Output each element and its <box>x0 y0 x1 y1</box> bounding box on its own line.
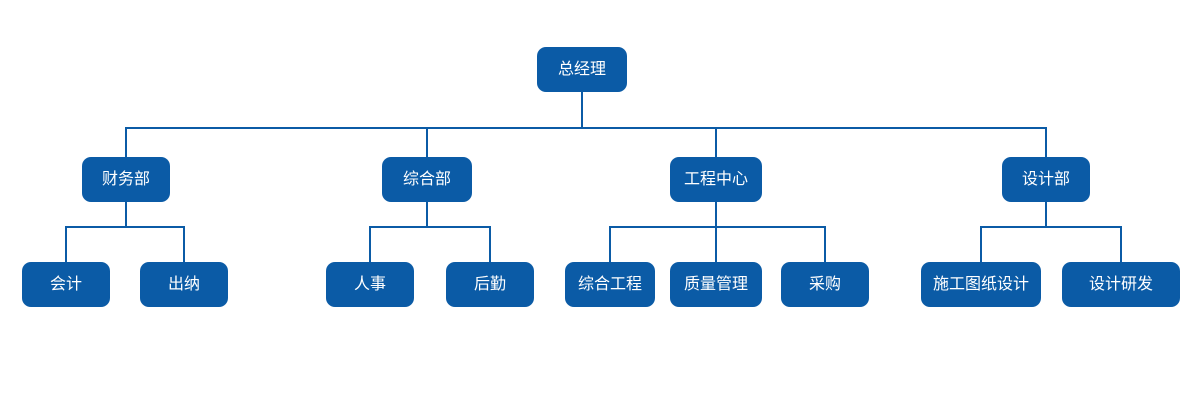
connector-line <box>125 127 127 157</box>
node-design-dept: 设计部 <box>1002 157 1090 202</box>
node-procurement: 采购 <box>781 262 869 307</box>
connector-line <box>426 202 428 228</box>
connector-line <box>824 226 826 262</box>
connector-line <box>609 226 611 262</box>
node-general-dept: 综合部 <box>382 157 472 202</box>
connector-line <box>1120 226 1122 262</box>
connector-line <box>1045 202 1047 228</box>
connector-line <box>1045 127 1047 157</box>
node-design-rnd: 设计研发 <box>1062 262 1180 307</box>
connector-line <box>581 92 583 129</box>
connector-line <box>609 226 826 228</box>
node-cashier: 出纳 <box>140 262 228 307</box>
connector-line <box>369 226 491 228</box>
node-accounting: 会计 <box>22 262 110 307</box>
connector-line <box>426 127 428 157</box>
connector-line <box>125 202 127 228</box>
connector-line <box>489 226 491 262</box>
connector-line <box>715 226 717 262</box>
node-quality-management: 质量管理 <box>670 262 762 307</box>
node-logistics: 后勤 <box>446 262 534 307</box>
connector-line <box>65 226 67 262</box>
node-hr: 人事 <box>326 262 414 307</box>
connector-line <box>980 226 982 262</box>
connector-line <box>715 202 717 228</box>
connector-line <box>369 226 371 262</box>
connector-line <box>125 127 1047 129</box>
node-general-manager: 总经理 <box>537 47 627 92</box>
node-general-engineering: 综合工程 <box>565 262 655 307</box>
node-construction-drawing-design: 施工图纸设计 <box>921 262 1041 307</box>
connector-line <box>715 127 717 157</box>
connector-line <box>980 226 1122 228</box>
connector-line <box>183 226 185 262</box>
node-engineering-center: 工程中心 <box>670 157 762 202</box>
node-finance-dept: 财务部 <box>82 157 170 202</box>
connector-line <box>65 226 185 228</box>
